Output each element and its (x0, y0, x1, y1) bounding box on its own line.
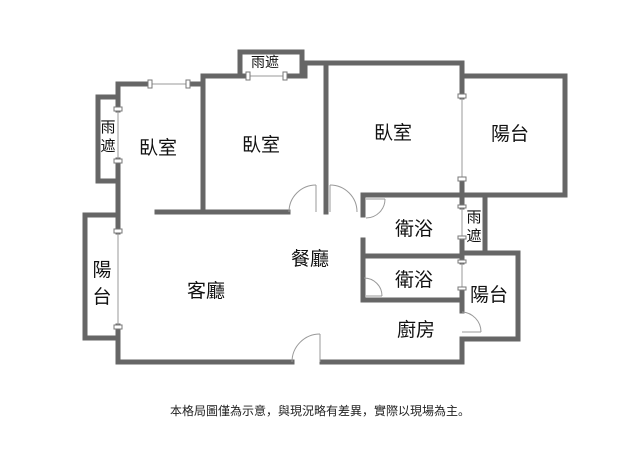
room-bathroom-lower: 衛浴 (395, 269, 434, 291)
room-living-room: 客廳 (187, 280, 226, 302)
room-dining-room: 餐廳 (291, 248, 330, 270)
room-bedroom-middle: 臥室 (242, 134, 281, 156)
disclaimer-note: 本格局圖僅為示意，與現況略有差異，實際以現場為主。 (169, 404, 470, 418)
room-rain-shelter-top: 雨遮 (251, 55, 279, 71)
doors (288, 184, 482, 363)
room-rain-shelter-right: 雨遮 (466, 208, 482, 245)
room-balcony-right: 陽台 (470, 284, 509, 306)
room-rain-shelter-left: 雨遮 (100, 118, 116, 155)
room-balcony-top-right: 陽台 (491, 123, 530, 145)
walls (82, 49, 568, 365)
room-balcony-left: 陽台 (92, 259, 112, 308)
windows (113, 71, 467, 330)
room-bedroom-right: 臥室 (374, 122, 413, 144)
room-kitchen: 廚房 (397, 319, 436, 341)
room-bathroom-upper: 衛浴 (395, 218, 434, 240)
room-bedroom-left: 臥室 (139, 137, 178, 159)
